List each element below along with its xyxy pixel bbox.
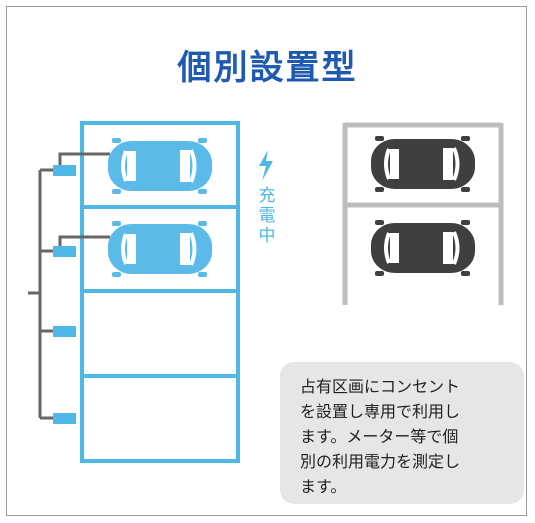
note-line: を設置し専用で利用し <box>300 402 461 421</box>
outlet <box>53 413 76 424</box>
outlet <box>53 246 76 257</box>
gray-parking-rack <box>342 122 504 305</box>
note-line: ます。メーター等で個 <box>300 427 459 446</box>
car-icon <box>369 218 477 278</box>
car-icon <box>106 136 214 196</box>
power-wiring <box>28 152 110 420</box>
note-line: 占有区画にコンセント <box>300 377 461 396</box>
lightning-icon <box>259 150 273 181</box>
car-icon <box>106 219 214 279</box>
outlets <box>53 165 76 424</box>
blue-parking-frame <box>80 121 240 463</box>
outlet <box>53 165 76 176</box>
note-line: 別の利用電力を測定し <box>300 452 461 471</box>
description-note: 占有区画にコンセント を設置し専用で利用し ます。メーター等で個 別の利用電力を… <box>280 362 524 504</box>
charging-label: 充 電 中 <box>258 186 276 246</box>
outlet <box>53 326 76 337</box>
car-icon <box>369 134 477 194</box>
note-line: ます。 <box>300 477 347 496</box>
page-title: 個別設置型 <box>177 48 358 88</box>
